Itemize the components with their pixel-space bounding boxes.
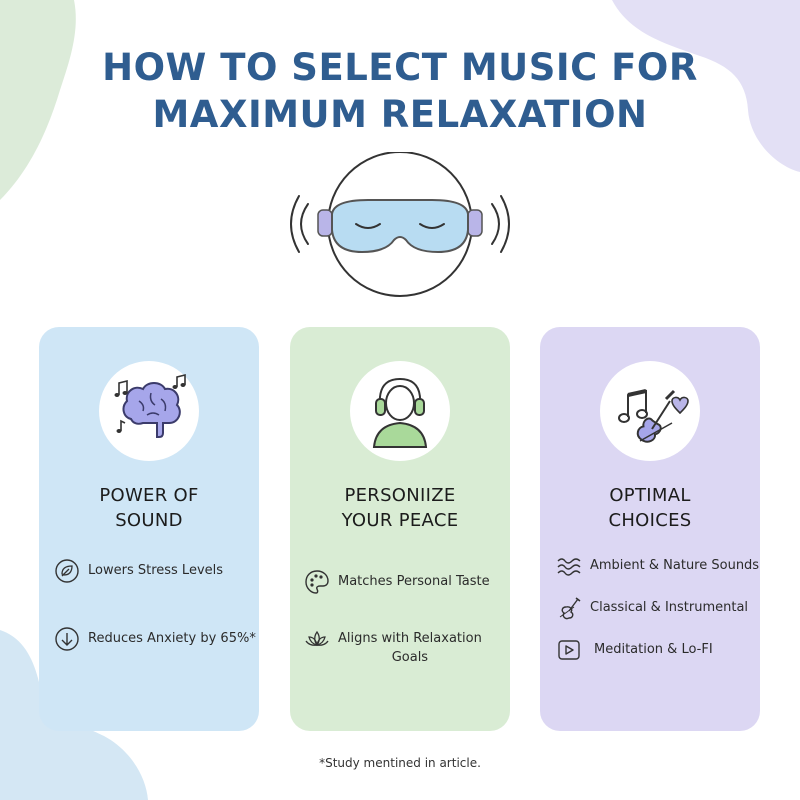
- waves-icon: [557, 558, 581, 576]
- background-blob-blue: [0, 630, 148, 800]
- list-item: Classical & Instrumental: [556, 597, 749, 621]
- footnote: *Study mentined in article.: [319, 756, 481, 770]
- card-icon-circle: [350, 361, 450, 461]
- card-icon-circle: [600, 361, 700, 461]
- person-headphones-icon: [372, 377, 428, 448]
- brain-music-notes-icon: [114, 373, 186, 438]
- background-blob-green: [0, 0, 76, 200]
- list-item: Aligns with Relaxation Goals: [304, 629, 482, 667]
- play-button-icon: [558, 640, 580, 660]
- lotus-icon: [305, 630, 329, 647]
- card-power-of-sound: POWER OF SOUND Lowers Stress Levels Redu…: [39, 327, 259, 731]
- list-item: Matches Personal Taste: [304, 570, 490, 595]
- page-title-line-1: HOW TO SELECT MUSIC FOR: [102, 46, 698, 89]
- background-blob-purple: [612, 0, 800, 172]
- list-item-text: Matches Personal Taste: [338, 574, 490, 589]
- list-item: Lowers Stress Levels: [54, 559, 224, 584]
- leaf-circle-icon: [55, 559, 79, 583]
- card-optimal-choices: OPTIMAL CHOICES Ambient & Nature Sounds …: [540, 327, 760, 731]
- card-title-line-1: OPTIMAL: [609, 485, 691, 506]
- arrow-down-circle-icon: [55, 627, 79, 651]
- list-item: Ambient & Nature Sounds: [556, 556, 759, 579]
- list-item-text: Aligns with Relaxation Goals: [338, 629, 482, 667]
- page-title: HOW TO SELECT MUSIC FOR MAXIMUM RELAXATI…: [0, 44, 800, 138]
- list-item-text-line-1: Aligns with Relaxation: [338, 631, 482, 646]
- list-item-text: Classical & Instrumental: [590, 600, 749, 615]
- sleep-mask-headphones-icon: [290, 152, 510, 297]
- list-item-text: Reduces Anxiety by 65%*: [88, 631, 256, 646]
- list-item-text: Lowers Stress Levels: [88, 563, 224, 578]
- violin-icon: [559, 597, 581, 620]
- list-item-text: Meditation & Lo-FI: [594, 642, 713, 657]
- list-item-text-line-2: Goals: [391, 650, 429, 665]
- card-title: OPTIMAL CHOICES: [540, 483, 760, 533]
- violin-note-heart-icon: [618, 389, 689, 443]
- card-title-line-1: POWER OF: [99, 485, 199, 506]
- card-title-line-2: SOUND: [115, 510, 183, 531]
- list-item: Meditation & Lo-FI: [556, 640, 713, 663]
- card-title: PERSONIIZE YOUR PEACE: [290, 483, 510, 533]
- card-title: POWER OF SOUND: [39, 483, 259, 533]
- list-item: Reduces Anxiety by 65%*: [54, 627, 256, 652]
- card-title-line-1: PERSONIIZE: [344, 485, 456, 506]
- card-title-line-2: CHOICES: [608, 510, 692, 531]
- list-item-text: Ambient & Nature Sounds: [590, 558, 760, 573]
- card-personalize-your-peace: PERSONIIZE YOUR PEACE Matches Personal T…: [290, 327, 510, 731]
- palette-icon: [305, 570, 329, 594]
- card-title-line-2: YOUR PEACE: [341, 510, 459, 531]
- card-icon-circle: [99, 361, 199, 461]
- page-title-line-2: MAXIMUM RELAXATION: [152, 93, 648, 136]
